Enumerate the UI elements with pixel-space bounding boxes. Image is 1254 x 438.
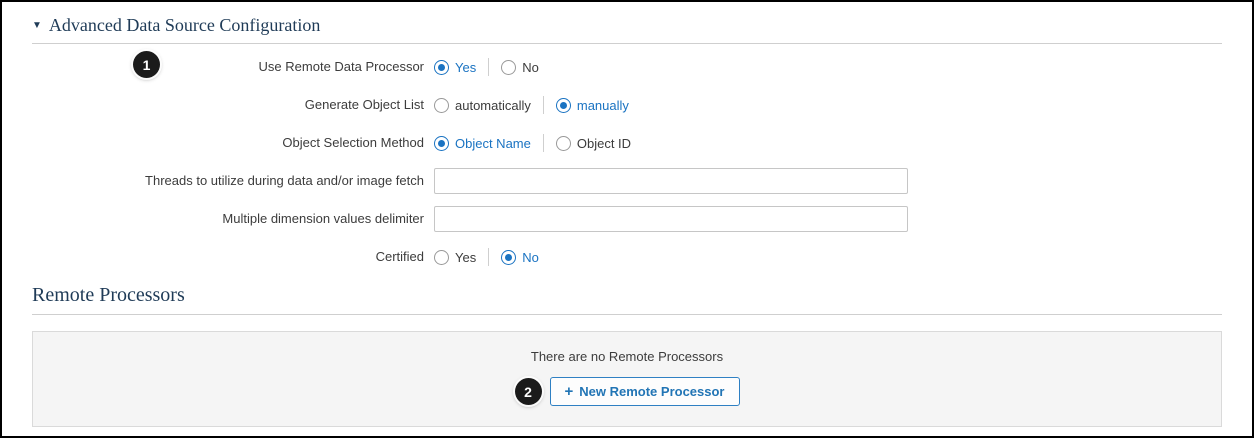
radio-icon[interactable] [501,59,517,75]
radio-label: automatically [455,97,531,113]
field-label: Object Selection Method [282,134,424,150]
form-row-object-selection-method: Object Selection Method Object Name Obje… [32,130,1222,156]
form-row-generate-object-list: Generate Object List automatically manua… [32,92,1222,118]
radio-icon[interactable] [434,59,449,75]
form-row-delimiter: Multiple dimension values delimiter [32,206,1222,232]
radio-option-use-remote-yes[interactable]: Yes [434,59,477,75]
radio-group-certified: Yes No [434,248,539,266]
radio-group-generate-object-list: automatically manually [434,96,629,114]
remote-processors-divider [32,314,1222,315]
radio-label: manually [576,97,629,113]
field-label: Certified [375,248,424,264]
radio-icon[interactable] [555,97,571,113]
radio-option-automatically[interactable]: automatically [434,97,531,113]
remote-processors-panel: There are no Remote Processors 2 + New R… [32,331,1222,427]
radio-option-object-name[interactable]: Object Name [434,135,531,151]
radio-group-object-selection: Object Name Object ID [434,134,631,152]
plus-icon: + [564,383,574,400]
field-label: Generate Object List [304,96,424,112]
radio-label: No [522,59,539,75]
delimiter-input[interactable] [434,206,908,232]
callout-badge-1: 1 [133,51,160,78]
collapse-triangle-icon[interactable]: ▼ [32,19,42,31]
radio-icon[interactable] [434,97,449,113]
form-row-certified: Certified Yes No [32,244,1222,270]
radio-icon[interactable] [555,135,571,151]
heading-divider [32,43,1222,44]
radio-label: Yes [455,249,477,265]
radio-option-manually[interactable]: manually [555,97,629,113]
radio-label: Object ID [576,135,632,151]
radio-option-certified-yes[interactable]: Yes [434,249,477,265]
callout-badge-2: 2 [514,378,542,405]
radio-icon[interactable] [434,135,449,151]
option-divider [542,96,544,114]
advanced-config-heading: ▼ Advanced Data Source Configuration [32,15,1222,36]
radio-label: No [522,249,539,265]
radio-option-certified-no[interactable]: No [501,249,539,265]
option-divider [488,58,490,76]
new-remote-processor-label: New Remote Processor [579,384,725,399]
field-label: Threads to utilize during data and/or im… [145,172,424,188]
radio-option-object-id[interactable]: Object ID [555,135,632,151]
advanced-config-form: Use Remote Data Processor Yes No Generat… [32,54,1222,270]
radio-label: Yes [455,59,477,75]
advanced-config-title: Advanced Data Source Configuration [48,15,321,35]
new-remote-processor-button[interactable]: + New Remote Processor [549,377,740,406]
option-divider [488,248,490,266]
form-row-threads: Threads to utilize during data and/or im… [32,168,1222,194]
radio-group-use-remote: Yes No [434,58,539,76]
radio-icon[interactable] [434,249,449,265]
remote-processors-heading: Remote Processors [32,284,185,306]
field-label: Multiple dimension values delimiter [222,210,424,226]
radio-option-use-remote-no[interactable]: No [501,59,539,75]
radio-label: Object Name [455,135,531,151]
form-row-use-remote-data-processor: Use Remote Data Processor Yes No [32,54,1222,80]
field-label: Use Remote Data Processor [258,58,424,74]
threads-input[interactable] [434,168,908,194]
option-divider [542,134,544,152]
radio-icon[interactable] [501,249,517,265]
remote-processors-empty-message: There are no Remote Processors [530,349,724,364]
remote-processors-button-row: 2 + New Remote Processor [33,377,1221,406]
